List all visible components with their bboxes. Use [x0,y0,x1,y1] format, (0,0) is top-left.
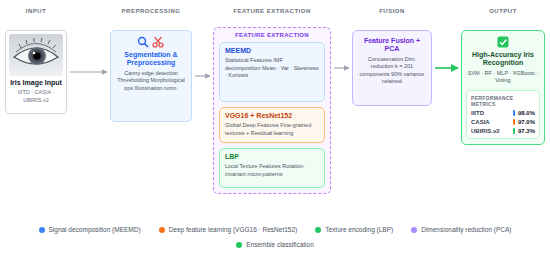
feature-box: MEEMD Statistical Features IMF decomposit… [219,42,325,102]
legend-text: Dimensionality reduction (PCA) [421,226,511,233]
legend-text: Deep feature learning (VGG16 · ResNet152… [169,226,298,233]
column-header: PREPROCESSING [122,8,181,14]
eye-image [9,34,63,76]
node-title: Iris Image Input [9,79,63,87]
node-body: Local Texture Features Rotation-invarian… [225,163,319,178]
table-cell: IIITD [471,110,510,116]
legend: Signal decomposition (MEEMD) Deep feature… [10,226,540,248]
legend-item: Signal decomposition (MEEMD) [39,226,141,233]
fusion-box: Feature Fusion + PCA Concatenation Dim. r… [352,30,432,106]
column-header: INPUT [26,8,47,14]
node-body: Global Deep Features Fine-grained textur… [225,122,319,137]
node-body: Concatenation Dim. reduction k = 201 com… [357,56,427,86]
metric-bar [513,128,515,134]
legend-swatch [236,242,242,248]
metric-bar [513,110,515,116]
table-cell: 97.0% [518,119,535,125]
flow-arrow [195,75,210,76]
legend-swatch [411,227,417,233]
node-body: Canny edge detection Thresholding Morpho… [115,70,187,92]
table-cell: 97.3% [518,128,535,134]
metrics-grid: IIITD 98.0% CASIA 97.0% UBIRIS.v2 97.3% [471,110,535,134]
output-box: High-Accuracy Iris RecognitionSVM · RF ·… [461,30,545,145]
group-box: FEATURE EXTRACTION MEEMD Statistical Featu… [213,27,331,194]
column-header: FUSION [379,8,405,14]
legend-text: Texture encoding (LBP) [325,226,393,233]
flow-arrow [435,67,458,69]
table-cell: 98.0% [518,110,535,116]
feature-box: VGG16 + ResNet152Global Deep Features Fi… [219,107,325,143]
node-title: MEEMD [225,47,319,55]
legend-item: Texture encoding (LBP) [315,226,393,233]
node-title: Feature Fusion + PCA [357,37,427,54]
input-box: Iris Image InputIIITD · CASIA · UBIRIS.v… [5,30,67,114]
node-title: High-Accuracy Iris Recognition [466,51,540,68]
metrics-table: PERFORMANCE METRICS IIITD 98.0% CASIA 97.0% U… [466,90,540,139]
metric-bar [513,119,515,125]
node-body: SVM · RF · MLP · XGBoost · Voting [466,70,540,85]
check-icon [497,36,509,48]
legend-text: Ensemble classification [246,241,314,248]
flow-arrow [70,71,107,72]
table-header: PERFORMANCE METRICS [471,95,535,107]
legend-swatch [159,227,165,233]
node-title: LBP [225,153,319,161]
node-body: IIITD · CASIA · UBIRIS.v2 [9,89,63,104]
column-header: OUTPUT [489,8,517,14]
flow-arrow [334,67,349,68]
legend-item: Ensemble classification [236,241,314,248]
table-cell: CASIA [471,119,510,125]
node-title: VGG16 + ResNet152 [225,112,319,120]
node-body: Statistical Features IMF decomposition M… [225,57,319,79]
legend-item: Deep feature learning (VGG16 · ResNet152… [159,226,298,233]
legend-swatch [39,227,45,233]
legend-text: Signal decomposition (MEEMD) [49,226,141,233]
node-title: Segmentation & Preprocessing [115,51,187,68]
process-box: Segmentation & PreprocessingCanny edge d… [110,30,192,122]
feature-box: LBP Local Texture Features Rotation-invar… [219,148,325,188]
tool-icons [137,36,165,48]
node-title: FEATURE EXTRACTION [219,32,325,38]
legend-swatch [315,227,321,233]
column-header: FEATURE EXTRACTION [233,8,311,14]
table-cell: UBIRIS.v2 [471,128,510,134]
legend-item: Dimensionality reduction (PCA) [411,226,511,233]
